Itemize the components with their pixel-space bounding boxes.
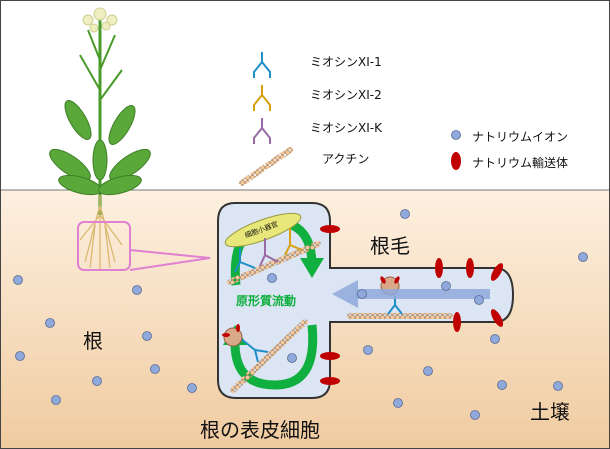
legend-sodium-ion: ナトリウムイオン	[472, 130, 569, 144]
root-zoom-box	[77, 221, 131, 271]
label-soil: 土壌	[530, 400, 570, 424]
legend-myosin-xi-2: ミオシンXI-2	[310, 88, 382, 102]
label-cytoplasmic-streaming: 原形質流動	[236, 294, 297, 308]
myosins	[234, 228, 403, 363]
sodium-ions	[13, 130, 588, 420]
legend-myosin-xi-k: ミオシンXI-K	[310, 121, 382, 135]
organelle	[224, 212, 302, 248]
transport-direction-arrow	[332, 280, 490, 308]
label-epidermal-cell: 根の表皮細胞	[200, 418, 320, 442]
zoom-connector	[129, 249, 211, 271]
label-root-hair: 根毛	[370, 234, 410, 258]
legend-icons	[253, 52, 271, 144]
legend-sodium-transporter: ナトリウム輸送体	[472, 156, 569, 170]
legend-myosin-xi-1: ミオシンXI-1	[310, 55, 382, 69]
label-root: 根	[83, 329, 103, 353]
plant	[49, 7, 151, 270]
actin-filaments	[227, 147, 453, 393]
legend-actin: アクチン	[322, 152, 370, 166]
sodium-transporters	[320, 152, 504, 385]
